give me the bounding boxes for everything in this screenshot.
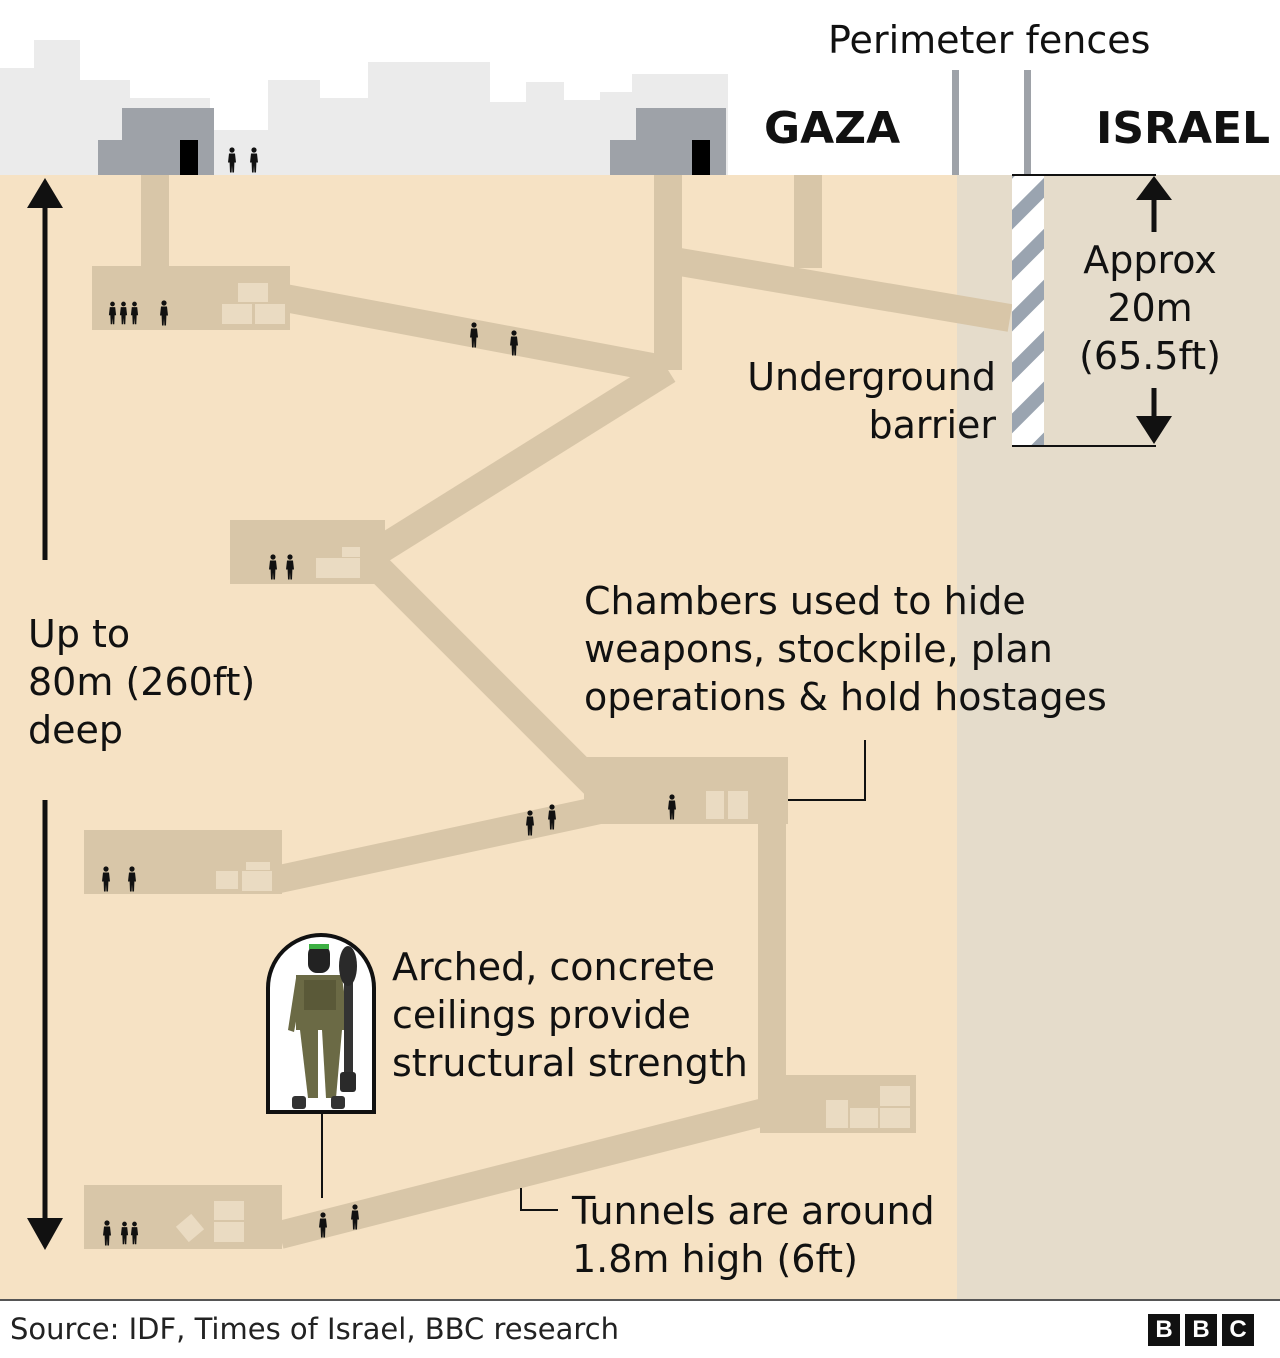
depth-arrow [27,178,63,1250]
arrow-up-icon [1136,176,1172,200]
chambers-label: Chambers used to hide weapons, stockpile… [584,577,1107,721]
crate-icon [222,304,252,324]
barrier-label-line: Underground [747,355,996,399]
perimeter-fence-1 [952,70,959,175]
tunnel-height-line: 1.8m high (6ft) [572,1237,858,1281]
barrier-depth-line: (65.5ft) [1079,334,1221,378]
crate-icon [880,1086,910,1106]
crate-icon [706,791,724,819]
arched-label-line: Arched, concrete [392,945,715,989]
perimeter-fences-label: Perimeter fences [828,18,1151,62]
barrier-depth-indicator [1012,174,1172,447]
underground-barrier [1012,175,1044,445]
crate-icon [214,1201,244,1220]
ground-israel [957,175,1280,1300]
barrier-depth-line: Approx [1083,238,1217,282]
tunnel-diagram [0,40,1280,1300]
barrier-depth-label: Approx 20m (65.5ft) [1060,236,1240,380]
crate-icon [850,1108,878,1128]
barrier-label-line: barrier [868,403,996,447]
bbc-logo-letter: B [1148,1314,1180,1346]
bbc-logo: B B C [1148,1314,1254,1346]
arched-label-line: ceilings provide [392,993,691,1037]
depth-label-line: Up to [28,612,131,656]
crate-icon [316,558,360,578]
arrow-down-icon [27,1218,63,1250]
chambers-label-line: Chambers used to hide [584,579,1026,623]
crate-icon [175,1213,205,1243]
crate-icon [246,862,270,870]
crate-icon [238,283,268,302]
source-credit: Source: IDF, Times of Israel, BBC resear… [10,1312,619,1346]
crate-icon [342,547,360,557]
bbc-logo-letter: C [1222,1314,1254,1346]
building-left [98,108,214,175]
building-right [610,108,726,175]
arched-label-line: structural strength [392,1041,748,1085]
underground-barrier-label: Underground barrier [700,353,996,449]
crate-icon [216,871,238,889]
depth-label-line: deep [28,708,123,752]
fighter-inset [266,933,376,1114]
chambers-label-line: operations & hold hostages [584,675,1107,719]
fighter-figure-icon [288,944,357,1109]
bbc-logo-letter: B [1185,1314,1217,1346]
israel-label: ISRAEL [1096,103,1271,154]
crate-icon [214,1222,244,1242]
barrier-depth-line: 20m [1107,286,1193,330]
depth-label-line: 80m (260ft) [28,660,256,704]
chambers-label-line: weapons, stockpile, plan [584,627,1053,671]
tunnel-depth-label: Up to 80m (260ft) deep [28,610,255,754]
crate-icon [255,304,285,324]
tunnel-height-line: Tunnels are around [572,1189,935,1233]
arched-ceilings-label: Arched, concrete ceilings provide struct… [392,943,748,1087]
crate-icon [242,871,272,891]
arrow-down-icon [1136,416,1172,444]
crates [175,283,910,1243]
footer-divider [0,1299,1280,1301]
perimeter-fence-2 [1024,70,1031,175]
gaza-label: GAZA [764,103,901,154]
crate-icon [880,1108,910,1128]
crate-icon [728,791,748,819]
tunnel-height-label: Tunnels are around 1.8m high (6ft) [572,1187,935,1283]
callout-lines [321,740,866,1211]
arrow-up-icon [27,178,63,208]
crate-icon [826,1100,848,1128]
